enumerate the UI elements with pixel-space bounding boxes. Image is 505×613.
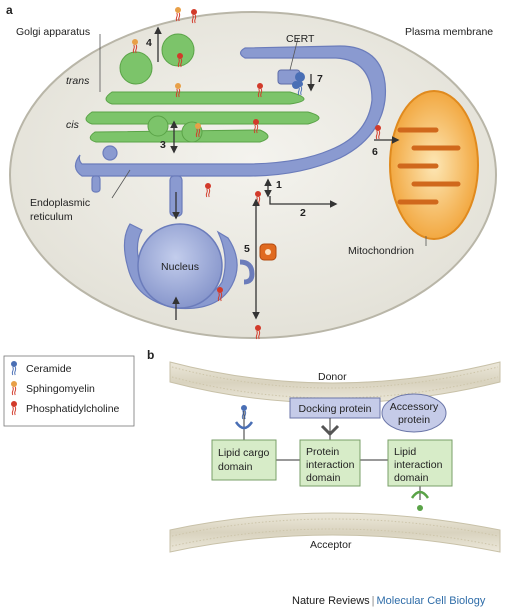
step-1-label: 1 [276,179,282,191]
er-label-line1: Endoplasmic [30,197,90,209]
nucleus-label: Nucleus [161,261,199,273]
donor-membrane [169,361,501,404]
footer-separator: | [371,595,375,607]
panel-a-label: a [6,3,13,17]
cert-protein [277,69,305,89]
journal-name: Nature Reviews [292,595,370,607]
lipid-interaction-domain-line3: domain [394,472,429,484]
lipid-cargo-icon [234,421,254,430]
transport-arrows [154,26,400,320]
protein-interaction-domain-line3: domain [306,472,341,484]
donor-label: Donor [318,371,347,383]
docking-protein [289,397,381,419]
golgi-label: Golgi apparatus [16,26,90,38]
trans-label: trans [66,75,90,87]
step-6-label: 6 [372,146,378,158]
leader-lines [99,34,427,246]
er-label-line2: reticulum [30,211,73,223]
accessory-label-line1: Accessory [390,401,439,413]
journal-subtitle: Molecular Cell Biology [376,595,486,607]
cert-label: CERT [286,33,315,45]
legend-sphingomyelin: Sphingomyelin [26,383,95,395]
legend: Ceramide Sphingomyelin Phosphatidylcholi… [3,355,135,427]
lipid-cargo-domain: Lipid cargo domain [211,439,277,481]
golgi-apparatus [85,33,320,143]
step-5-label: 5 [244,243,250,255]
protein-interaction-domain: Protein interaction domain [299,439,361,487]
step-4-label: 4 [146,37,152,49]
accessory-protein [381,393,447,433]
legend-phosphatidylcholine: Phosphatidylcholine [26,403,120,415]
lipid-cargo-domain-line2: domain [218,461,253,473]
acceptor-label: Acceptor [310,539,352,551]
mitochondrion [389,90,479,240]
mitochondrion-label: Mitochondrion [348,245,414,257]
step-2-label: 2 [300,207,306,219]
lipid-interaction-domain-line1: Lipid [394,446,416,458]
docking-protein-label: Docking protein [299,403,372,415]
plasma-membrane-label: Plasma membrane [405,26,493,38]
accessory-label-line2: protein [398,414,430,426]
protein-interaction-domain-line2: interaction [306,459,355,471]
journal-footer: Nature Reviews|Molecular Cell Biology [292,595,485,607]
nucleus [137,223,223,309]
cis-label: cis [66,119,80,131]
docking-binding-icon [320,424,340,437]
step-7-label: 7 [317,73,323,85]
lipid-interaction-domain: Lipid interaction domain [387,439,453,487]
protein-interaction-domain-line1: Protein [306,446,339,458]
lipid-interaction-domain-line2: interaction [394,459,443,471]
panel-b-label: b [147,348,154,362]
lipid-binding-icon [410,490,430,499]
lipid-cargo-domain-line1: Lipid cargo [218,447,270,459]
step-3-label: 3 [160,139,166,151]
lipid-headgroup-icon [417,505,423,511]
legend-ceramide: Ceramide [26,363,72,375]
